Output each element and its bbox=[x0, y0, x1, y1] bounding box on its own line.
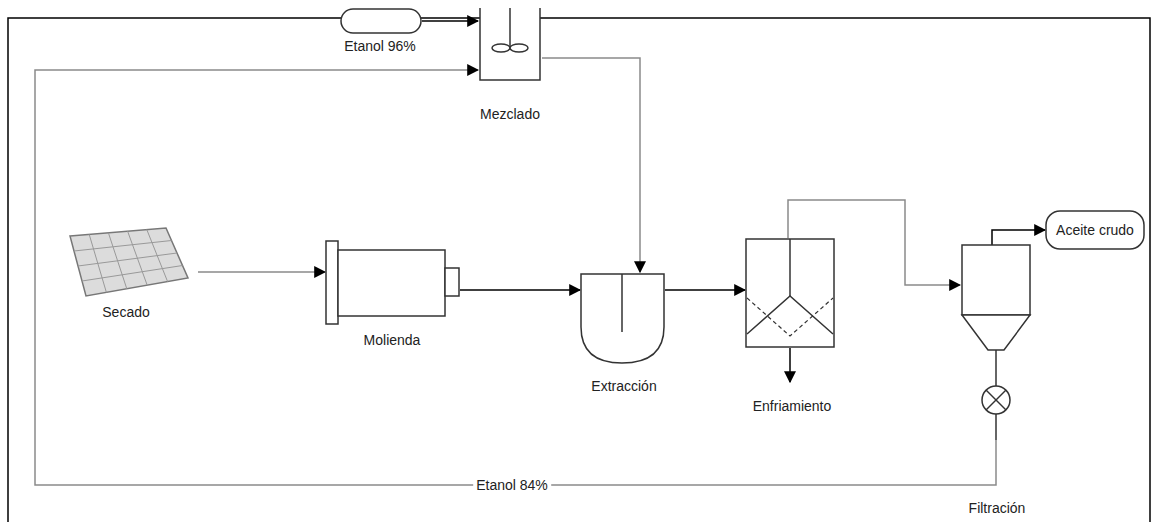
feed-tank-shape bbox=[340, 8, 422, 34]
mixing-tank-shape bbox=[478, 8, 542, 82]
cooling-tank: Enfriamiento bbox=[745, 238, 835, 348]
flow-line bbox=[35, 70, 996, 485]
flow-line bbox=[542, 58, 640, 272]
extraction-vessel: Extracción bbox=[580, 272, 665, 364]
flow-line bbox=[992, 230, 1045, 245]
solar-dryer-shape bbox=[62, 228, 190, 298]
node-label: Mezclado bbox=[480, 106, 540, 122]
node-label: Aceite crudo bbox=[1056, 222, 1134, 238]
figure-frame bbox=[8, 18, 1150, 522]
node-label: Secado bbox=[102, 304, 149, 320]
feed-tank: Etanol 96% bbox=[340, 8, 422, 34]
filter: Filtración bbox=[960, 245, 1032, 440]
node-label: Extracción bbox=[591, 378, 656, 394]
product-tank: Aceite crudo bbox=[1045, 210, 1145, 250]
discharge-arrow bbox=[789, 348, 791, 382]
node-label: Enfriamiento bbox=[753, 398, 832, 414]
flow-line bbox=[198, 271, 325, 273]
solar-dryer: Secado bbox=[62, 228, 190, 298]
flow-line bbox=[422, 20, 478, 22]
cooling-tank-shape bbox=[745, 238, 835, 348]
filter-shape bbox=[960, 245, 1032, 440]
mixing-tank: Mezclado bbox=[478, 8, 542, 82]
stream-label: Etanol 84% bbox=[473, 477, 551, 493]
mill: Molienda bbox=[325, 240, 460, 325]
node-label: Molienda bbox=[364, 332, 421, 348]
node-label: Etanol 96% bbox=[344, 38, 416, 54]
extraction-vessel-shape bbox=[580, 272, 665, 364]
node-label: Filtración bbox=[969, 500, 1026, 516]
mill-shape bbox=[325, 240, 460, 325]
flow-line bbox=[460, 289, 580, 291]
flow-line bbox=[665, 289, 745, 291]
